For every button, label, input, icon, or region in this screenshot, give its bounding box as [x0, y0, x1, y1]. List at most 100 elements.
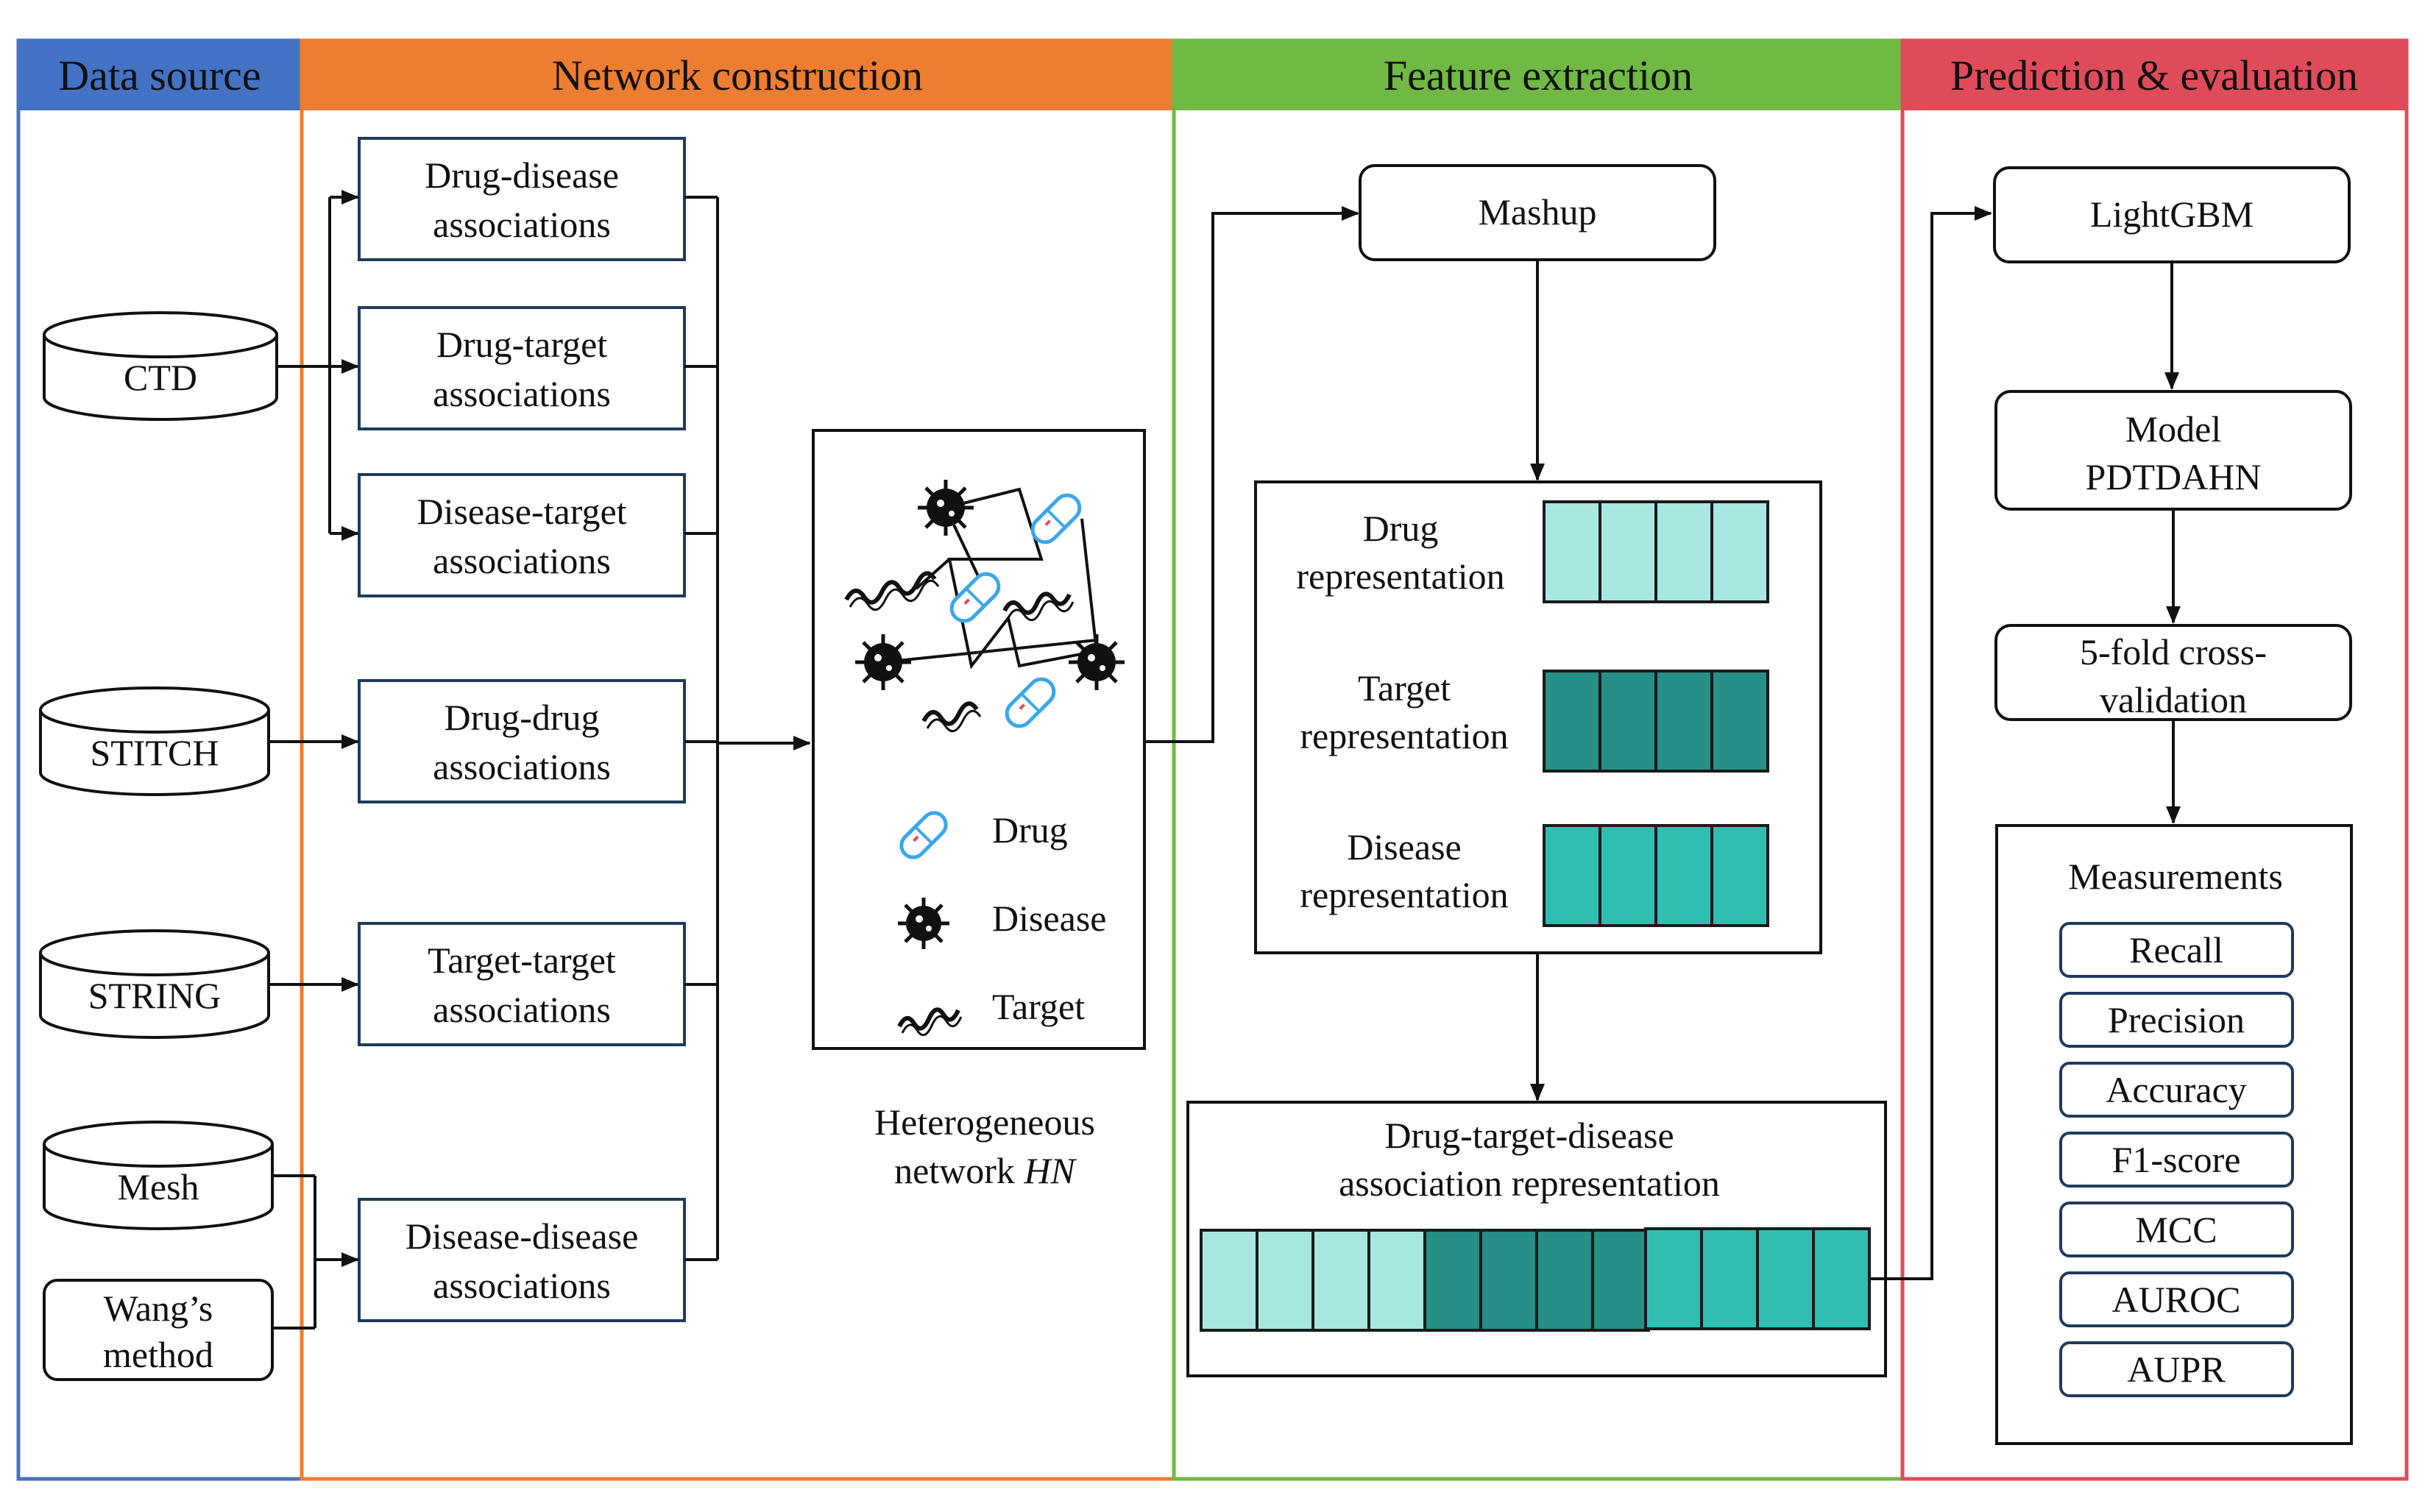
dtd-rep-line1: Drug-target-disease	[1384, 1115, 1674, 1156]
measurement-label: Precision	[2108, 999, 2245, 1040]
association-representation-box: Drug-target-disease association represen…	[1186, 1101, 1887, 1377]
cross-validation-box: 5-fold cross- validation	[1994, 624, 2352, 721]
combined-vector-cell	[1367, 1229, 1426, 1332]
connector-features-lightgbm	[1871, 206, 1992, 1280]
target-vector-cell	[1654, 670, 1713, 773]
wangs-label-line2: method	[103, 1334, 213, 1375]
wangs-label-line1: Wang’s	[104, 1288, 213, 1329]
assoc-label-line1: Disease-disease	[406, 1215, 639, 1257]
assoc-drug-target: Drug-target associations	[358, 306, 686, 430]
drug-icon	[1005, 677, 1056, 728]
measurement-label: AUROC	[2111, 1279, 2240, 1320]
network-caption-prefix: network	[894, 1150, 1024, 1191]
disease-vector-cell	[1543, 824, 1601, 927]
panel-title-network-construction: Network construction	[552, 52, 923, 99]
assoc-label-line1: Drug-drug	[444, 697, 599, 738]
assoc-drug-disease: Drug-disease associations	[358, 137, 686, 261]
measurements-box: Measurements RecallPrecisionAccuracyF1-s…	[1995, 824, 2353, 1445]
database-label: CTD	[124, 357, 197, 398]
combined-vector-cell	[1700, 1227, 1759, 1330]
target-icon	[844, 571, 940, 611]
disease-vector-cell	[1599, 824, 1657, 927]
drug-icon	[949, 572, 1001, 623]
disease-rep-line2: representation	[1300, 874, 1508, 915]
network-caption-line1: Heterogeneous	[874, 1101, 1095, 1143]
disease-icon	[855, 634, 911, 690]
heterogeneous-network: Drug Disease Target Heterogeneous networ…	[812, 429, 1146, 1191]
drug-vector-cell	[1710, 500, 1769, 603]
drug-rep-line1: Drug	[1363, 508, 1439, 549]
target-icon	[897, 1007, 963, 1037]
measurement-box	[2059, 1202, 2294, 1257]
assoc-label-line1: Drug-target	[436, 324, 607, 365]
drug-vector-cell	[1599, 500, 1657, 603]
assoc-label-line2: associations	[433, 746, 611, 787]
network-caption-line2: network HN	[894, 1150, 1077, 1191]
lightgbm-box: LightGBM	[1993, 166, 2351, 263]
target-rep-line2: representation	[1300, 715, 1508, 756]
target-rep-line1: Target	[1358, 667, 1451, 709]
drug-icon	[1030, 493, 1082, 544]
measurement-label: MCC	[2135, 1209, 2217, 1250]
assoc-label-line2: associations	[433, 373, 611, 414]
panel-prediction-evaluation: Prediction & evaluation	[1900, 38, 2409, 1481]
combined-vector-cell	[1479, 1229, 1538, 1332]
lightgbm-label: LightGBM	[2090, 194, 2254, 235]
model-box: Model PDTDAHN	[1994, 390, 2352, 511]
database-label: STRING	[88, 975, 222, 1016]
target-vector-cell	[1599, 670, 1657, 773]
database-label: Mesh	[117, 1166, 199, 1207]
drug-vector-cell	[1654, 500, 1713, 603]
cv-label-line2: validation	[2100, 679, 2247, 720]
target-icon	[921, 701, 982, 733]
assoc-label-line2: associations	[433, 540, 611, 581]
disease-vector	[1543, 824, 1769, 927]
combined-vector-cell	[1256, 1229, 1314, 1332]
assoc-disease-disease: Disease-disease associations	[358, 1198, 686, 1322]
assoc-label-line1: Drug-disease	[425, 155, 619, 196]
measurement-box	[2059, 1341, 2294, 1397]
measurement-label: AUPR	[2127, 1349, 2226, 1390]
model-label-line1: Model	[2125, 408, 2222, 450]
combined-vector-cell	[1311, 1229, 1370, 1332]
mashup-label: Mashup	[1478, 191, 1596, 233]
measurement-box	[2059, 1271, 2294, 1327]
representations-box: Drug representation Target representatio…	[1254, 480, 1822, 954]
panel-title-prediction-evaluation: Prediction & evaluation	[1950, 52, 2358, 99]
disease-vector-cell	[1654, 824, 1713, 927]
disease-icon	[898, 898, 949, 949]
measurements-title: Measurements	[2068, 856, 2283, 897]
database-mesh: Mesh	[43, 1121, 274, 1230]
disease-vector-cell	[1710, 824, 1769, 927]
assoc-label-line2: associations	[433, 989, 611, 1030]
target-vector-cell	[1710, 670, 1769, 773]
connector-network-mashup	[1144, 206, 1359, 743]
panel-data-source: Data source	[16, 38, 304, 1481]
combined-vector-cell	[1812, 1227, 1871, 1330]
assoc-drug-drug: Drug-drug associations	[358, 679, 686, 803]
panel-title-feature-extraction: Feature extraction	[1384, 52, 1693, 99]
measurement-box	[2059, 992, 2294, 1048]
target-vector	[1543, 670, 1769, 773]
connectors-associations	[684, 196, 811, 1261]
measurement-box	[2059, 922, 2294, 978]
panel-network-construction: Network construction	[300, 38, 1176, 1481]
disease-icon	[1069, 634, 1125, 690]
legend-label-drug: Drug	[992, 809, 1068, 851]
mashup-box: Mashup	[1359, 164, 1716, 261]
database-ctd: CTD	[43, 311, 278, 421]
database-string: STRING	[39, 929, 270, 1039]
drug-rep-line2: representation	[1296, 556, 1504, 597]
drug-vector-cell	[1543, 500, 1601, 603]
cv-label-line1: 5-fold cross-	[2080, 631, 2267, 672]
combined-vector-cell	[1535, 1229, 1594, 1332]
combined-vector-cell	[1756, 1227, 1815, 1330]
assoc-label-line1: Target-target	[428, 940, 616, 981]
measurement-label: F1-score	[2112, 1139, 2241, 1180]
dtd-rep-line2: association representation	[1339, 1163, 1720, 1204]
database-stitch: STITCH	[39, 686, 270, 796]
assoc-disease-target: Disease-target associations	[358, 473, 686, 597]
measurement-box	[2059, 1132, 2294, 1188]
drug-vector	[1543, 500, 1769, 603]
combined-vector-cell	[1591, 1229, 1650, 1332]
